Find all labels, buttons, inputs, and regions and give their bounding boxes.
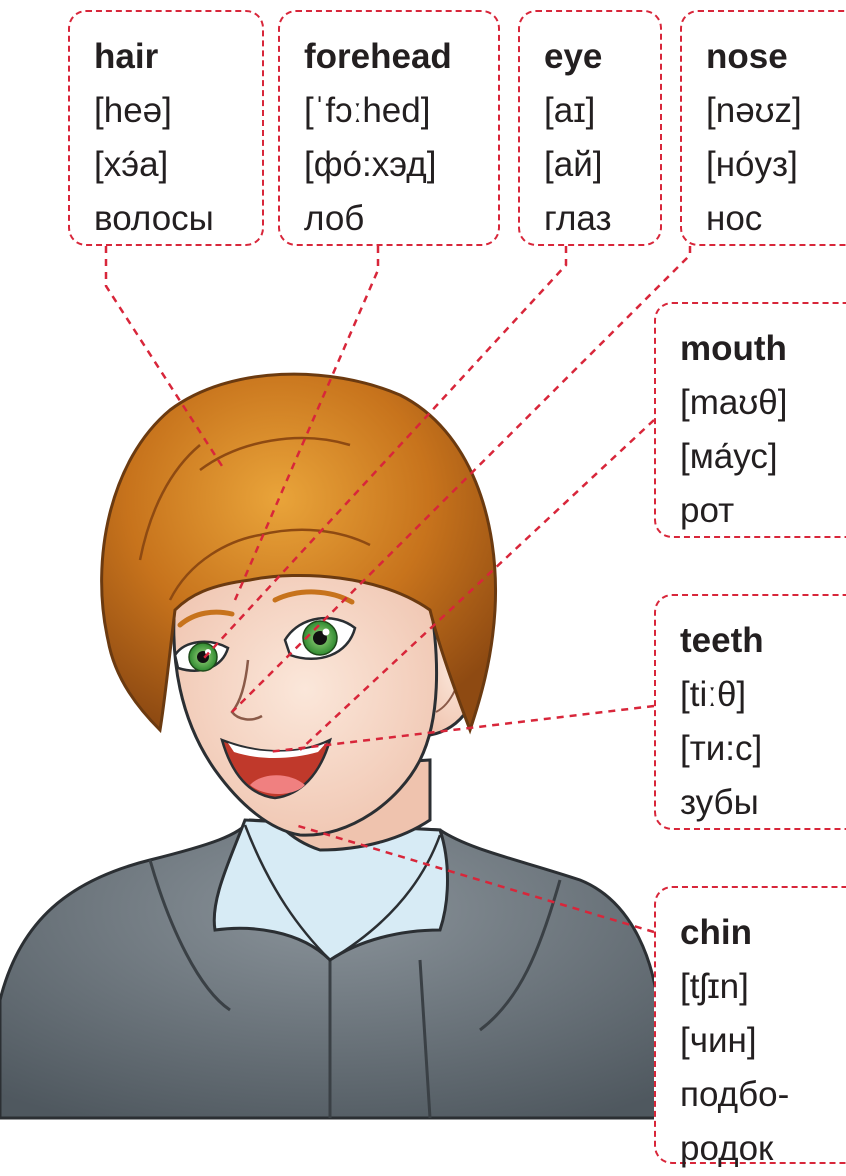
label-ru-transcription: [но́уз] (706, 138, 846, 192)
label-ru-transcription: [фо́:хэд] (304, 138, 498, 192)
label-card-teeth: teeth [tiːθ] [ти:с] зубы (654, 594, 846, 830)
label-ipa: [tiːθ] (680, 668, 846, 722)
label-translation: рот (680, 484, 846, 538)
label-translation: глаз (544, 192, 660, 246)
label-ipa: [aɪ] (544, 84, 660, 138)
label-word: hair (94, 30, 262, 84)
label-word: mouth (680, 322, 846, 376)
label-card-hair: hair [heə] [хэ́а] волосы (68, 10, 264, 246)
label-card-eye: eye [aɪ] [ай] глаз (518, 10, 662, 246)
label-translation: лоб (304, 192, 498, 246)
label-ru-transcription: [ти:с] (680, 722, 846, 776)
label-translation: зубы (680, 776, 846, 830)
label-translation: подбо- (680, 1068, 846, 1122)
label-ru-transcription: [ай] (544, 138, 660, 192)
label-card-chin: chin [tʃɪn] [чин] подбо- родок (654, 886, 846, 1164)
label-card-nose: nose [nəʊz] [но́уз] нос (680, 10, 846, 246)
label-card-mouth: mouth [maʊθ] [ма́ус] рот (654, 302, 846, 538)
label-card-forehead: forehead [ˈfɔːhed] [фо́:хэд] лоб (278, 10, 500, 246)
label-word: teeth (680, 614, 846, 668)
label-ru-transcription: [чин] (680, 1014, 846, 1068)
label-translation: волосы (94, 192, 262, 246)
label-ipa: [tʃɪn] (680, 960, 846, 1014)
label-word: chin (680, 906, 846, 960)
label-ru-transcription: [хэ́а] (94, 138, 262, 192)
label-word: nose (706, 30, 846, 84)
label-word: forehead (304, 30, 498, 84)
label-ipa: [maʊθ] (680, 376, 846, 430)
label-word: eye (544, 30, 660, 84)
label-ipa: [ˈfɔːhed] (304, 84, 498, 138)
label-ipa: [nəʊz] (706, 84, 846, 138)
label-ipa: [heə] (94, 84, 262, 138)
label-translation: нос (706, 192, 846, 246)
label-ru-transcription: [ма́ус] (680, 430, 846, 484)
label-translation: родок (680, 1122, 846, 1176)
